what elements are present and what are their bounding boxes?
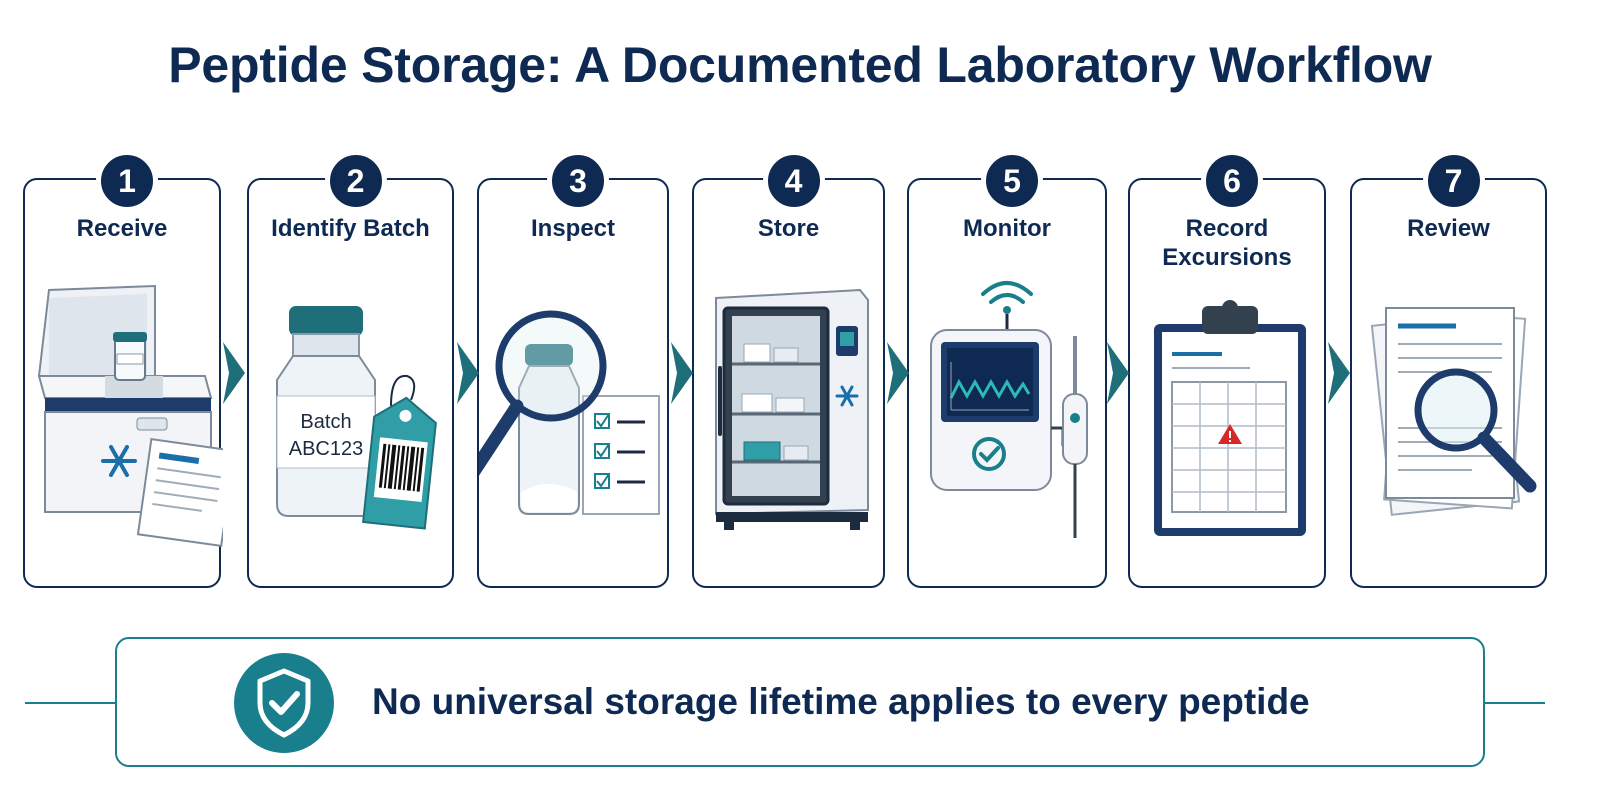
insulated-shipping-box-icon	[37, 284, 223, 548]
step-label: Monitor	[963, 215, 1051, 242]
step-number-badge: 3	[547, 150, 609, 212]
magnifier-over-vial-icon	[479, 310, 660, 515]
key-message-text: No universal storage lifetime applies to…	[372, 681, 1310, 722]
step-inspect: 3 Inspect	[477, 150, 669, 588]
arrow-right-icon	[223, 342, 245, 404]
step-number-badge: 5	[981, 150, 1043, 212]
step-label: Record Excursions	[1162, 215, 1292, 271]
step-label: Inspect	[530, 215, 616, 242]
banner-divider-right	[1485, 702, 1545, 704]
vial-label-line1: Batch	[300, 411, 351, 433]
temperature-monitor-icon	[930, 281, 1088, 538]
step-store: 4 Store	[692, 150, 885, 588]
step-number-badge: 1	[96, 150, 158, 212]
key-message-banner: No universal storage lifetime applies to…	[115, 637, 1485, 767]
step-label: Identify Batch	[271, 215, 430, 242]
step-label: Receive	[76, 215, 168, 242]
lab-freezer-icon	[715, 288, 869, 530]
clipboard-log-icon	[1154, 300, 1306, 536]
arrow-right-icon	[887, 342, 909, 404]
banner-divider-left	[25, 702, 115, 704]
step-review: 7 Review	[1350, 150, 1547, 588]
step-record-excursions: 6 Record Excursions	[1128, 150, 1326, 588]
vial-with-barcode-tag-icon: Batch ABC123	[276, 306, 437, 530]
arrow-right-icon	[457, 342, 479, 404]
shield-check-icon	[234, 653, 334, 753]
step-number-badge: 6	[1201, 150, 1263, 212]
step-receive: 1 Receive	[23, 150, 223, 588]
vial-label-line2: ABC123	[289, 438, 364, 460]
step-identify-batch: 2 Identify Batch Batch ABC123	[247, 150, 454, 588]
step-number-badge: 2	[324, 150, 387, 212]
step-monitor: 5 Monitor	[907, 150, 1107, 588]
step-label: Review	[1407, 215, 1490, 242]
step-number-badge: 4	[762, 150, 825, 212]
documents-magnifier-icon	[1370, 307, 1537, 516]
arrow-right-icon	[1107, 342, 1129, 404]
step-label: Store	[757, 215, 820, 242]
arrow-right-icon	[671, 342, 693, 404]
page-title: Peptide Storage: A Documented Laboratory…	[168, 37, 1432, 93]
step-number-badge: 7	[1422, 150, 1485, 212]
arrow-right-icon	[1328, 342, 1350, 404]
